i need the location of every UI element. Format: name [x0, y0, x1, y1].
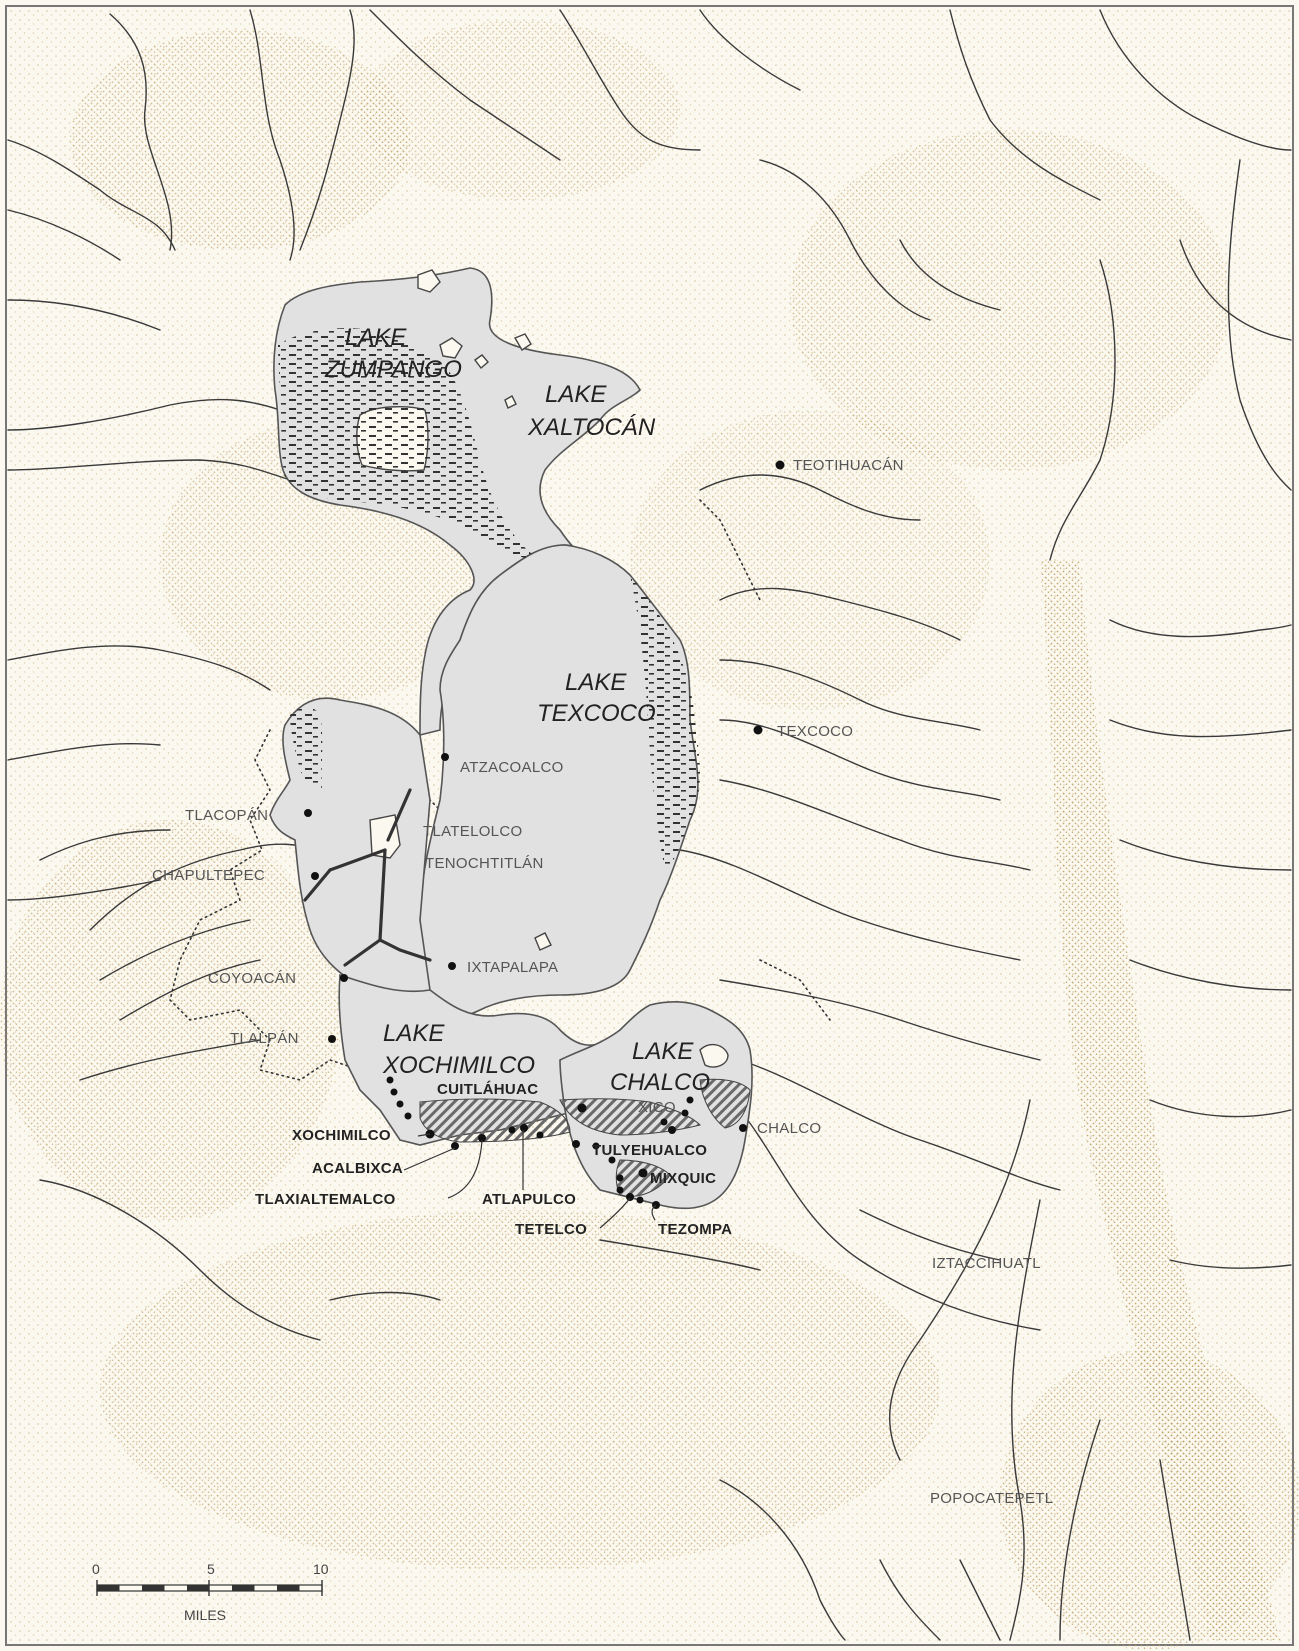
lake-label-texcoco-2: TEXCOCO: [537, 700, 656, 727]
island-zumpango-3: [439, 337, 463, 359]
chinampa-label-cuitlahuac: CUITLÁHUAC: [437, 1081, 538, 1098]
marker-tlalpan: [328, 1035, 336, 1043]
hill-southwest: [0, 820, 340, 1220]
rivers: [7, 9, 1292, 1641]
marker-mixquic: [638, 1168, 648, 1178]
marsh-texcoco-east: [630, 575, 700, 870]
chinampa-label-xochimilco: XOCHIMILCO: [292, 1127, 391, 1144]
town-label-chapultepec: CHAPULTEPEC: [152, 867, 265, 884]
marker-chalco: [739, 1124, 747, 1132]
island-texcoco: [534, 932, 552, 951]
marker-atlapulco: [520, 1124, 528, 1132]
town-label-tenochtitlan: TENOCHTITLÁN: [425, 855, 544, 872]
scale-tick-10: 10: [313, 1561, 329, 1577]
scale-tick-0: 0: [92, 1561, 100, 1577]
terrain-layer: [0, 8, 1299, 1650]
chinampa-cuitlahuac: [559, 1098, 701, 1136]
causeway-tlacopan: [328, 848, 387, 872]
island-zumpango-4: [513, 333, 532, 351]
causeway-tepeyac: [386, 788, 412, 842]
causeway-ixtapalapa: [378, 848, 432, 962]
chinampa-xochimilco: [419, 1098, 571, 1143]
lake-label-chalco-2: CHALCO: [610, 1069, 710, 1096]
chinampa-label-tetelco: TETELCO: [515, 1221, 587, 1238]
town-label-texcoco: TEXCOCO: [777, 723, 853, 740]
chinampa-town-labels: CUITLÁHUAC XOCHIMILCO ACALBIXCA TLAXIALT…: [255, 1081, 732, 1238]
lake-label-xochimilco-1: LAKE: [383, 1020, 445, 1047]
lake-labels: LAKE ZUMPANGO LAKE XALTOCÁN LAKE TEXCOCO…: [324, 324, 710, 1096]
marsh-areas: [278, 328, 700, 870]
town-label-popocatepetl: POPOCATEPETL: [930, 1490, 1053, 1507]
lake-label-texcoco-1: LAKE: [565, 669, 627, 696]
town-label-coyoacan: COYOACÁN: [208, 970, 296, 987]
marker-chapultepec: [311, 872, 319, 880]
island-chalco-xico: [699, 1043, 729, 1068]
lakeshore-dots-east: [699, 499, 761, 601]
town-label-teotihuacan: TEOTIHUACÁN: [793, 457, 904, 474]
town-label-ixtapalapa: IXTAPALAPA: [467, 959, 558, 976]
marker-acalbixca: [451, 1142, 459, 1150]
marker-xico: [668, 1126, 676, 1134]
marker-tlacopan: [304, 809, 312, 817]
chinampa-label-tulyehualco: TULYEHUALCO: [592, 1142, 707, 1159]
sierra-nevada-ridge: [1040, 560, 1280, 1640]
lakeshore-dots-southeast: [759, 959, 831, 1021]
island-xaltocan-1: [474, 354, 489, 370]
marker-tulyehualco: [572, 1140, 580, 1148]
chinampa-chalco: [699, 1078, 751, 1129]
chinampa-label-mixquic: MIXQUIC: [650, 1170, 716, 1187]
island-tenochtitlan: [369, 814, 401, 859]
chinampa-label-tezompa: TEZOMPA: [658, 1221, 732, 1238]
lake-label-xochimilco-2: XOCHIMILCO: [382, 1052, 535, 1079]
lake-label-zumpango-2: ZUMPANGO: [324, 356, 462, 383]
causeway-chapultepec: [303, 868, 332, 902]
chinampa-label-tlaxialtemalco: TLAXIALTEMALCO: [255, 1191, 396, 1208]
town-label-xico: XICO: [638, 1099, 676, 1116]
marker-cuitlahuac: [577, 1103, 587, 1113]
hill-north-center: [360, 20, 680, 200]
chinampa-label-acalbixca: ACALBIXCA: [312, 1160, 403, 1177]
marker-tetelco: [626, 1193, 634, 1201]
popocatepetl-cone: [1000, 1350, 1299, 1650]
town-label-iztaccihuatl: IZTACCIHUATL: [932, 1255, 1041, 1272]
marker-teotihuacan: [775, 460, 785, 470]
marsh-west: [290, 707, 323, 790]
town-label-tlalpan: TLALPÁN: [230, 1030, 299, 1047]
hill-northwest: [70, 30, 410, 250]
island-zumpango-1: [417, 269, 441, 293]
west-shore-boundary: [169, 729, 381, 1081]
town-label-tlatelolco: TLATELOLCO: [423, 823, 522, 840]
lake-texcoco-shape: [419, 544, 699, 1018]
chinampa-zones: [419, 1078, 751, 1197]
town-markers: [304, 460, 785, 1209]
marker-coyoacan: [340, 974, 348, 982]
scale-tick-5: 5: [207, 1561, 215, 1577]
marsh-zumpango: [278, 328, 540, 560]
town-label-atzacoalco: ATZACOALCO: [460, 759, 564, 776]
lake-label-zumpango-1: LAKE: [345, 324, 407, 351]
marker-atzacoalco: [441, 753, 449, 761]
town-label-chalco: CHALCO: [757, 1120, 821, 1137]
island-xaltocan-2: [504, 395, 517, 409]
scale-unit: MILES: [184, 1607, 226, 1623]
chinampa-label-atlapulco: ATLAPULCO: [482, 1191, 576, 1208]
causeways: [303, 788, 432, 967]
town-label-tlacopan: TLACOPÁN: [185, 807, 268, 824]
causeway-coyoacan: [343, 938, 382, 967]
chinampa-mixquic: [615, 1159, 671, 1197]
hill-northeast: [790, 130, 1230, 470]
marker-tlaxialtemalco: [478, 1134, 486, 1142]
hill-east-texcoco: [630, 410, 990, 710]
marker-ixtapalapa: [448, 962, 456, 970]
hill-south: [100, 1210, 940, 1570]
lake-label-xaltocan-1: LAKE: [545, 381, 607, 408]
marker-texcoco: [753, 725, 763, 735]
lake-label-xaltocan-2: XALTOCÁN: [527, 414, 656, 441]
lake-label-chalco-1: LAKE: [632, 1038, 694, 1065]
town-labels: TEOTIHUACÁN TEXCOCO ATZACOALCO TLACOPÁN …: [152, 457, 1053, 1507]
scale-bar: 0 5 10 MILES: [92, 1561, 329, 1623]
leader-lines: [403, 1130, 657, 1229]
